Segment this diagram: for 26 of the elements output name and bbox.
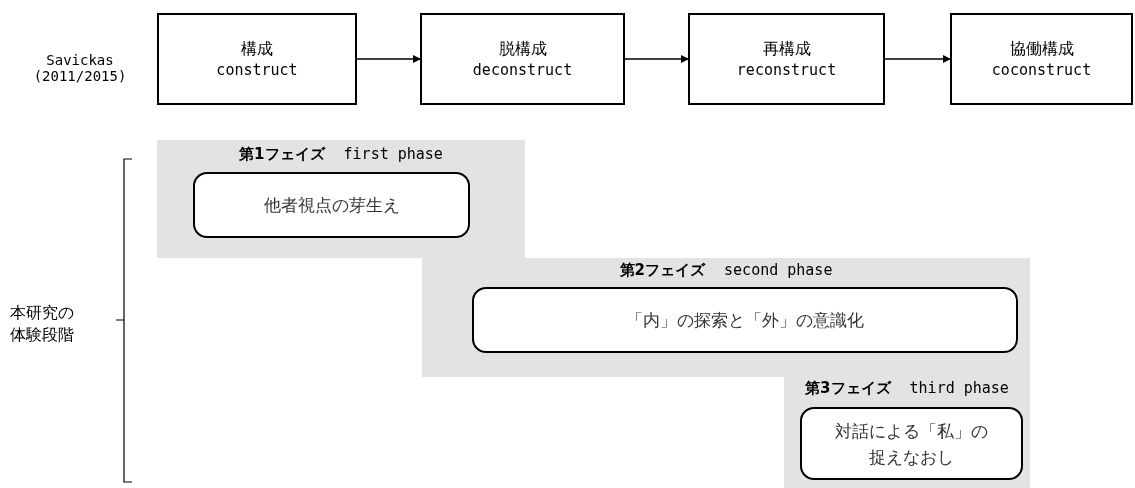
box-subtitle: reconstruct (736, 60, 837, 80)
rounded-box: 他者視点の芽生え (193, 172, 470, 238)
phase-band (422, 258, 1030, 377)
box-title: 脱構成 (498, 38, 547, 60)
process-box (157, 13, 357, 105)
phase-band (784, 377, 1030, 488)
box-title: 構成 (241, 38, 273, 60)
arrow (624, 55, 689, 63)
process-box (688, 13, 885, 105)
process-box (420, 13, 625, 105)
rounded-box: 対話による「私」の捉えなおし (800, 407, 1023, 480)
box-title: 再構成 (762, 38, 811, 60)
phase-heading: 第3フェイズ third phase (804, 379, 1010, 398)
box-subtitle: coconstruct (991, 60, 1092, 80)
box-subtitle: construct (216, 60, 298, 80)
citation-label: Savickas (2011/2015) (32, 52, 128, 84)
box-title: 協働構成 (1009, 38, 1074, 60)
arrow (356, 55, 421, 63)
phase-heading: 第1フェイズ first phase (238, 145, 444, 164)
bracket-label: 本研究の体験段階 (10, 302, 75, 346)
arrow (884, 55, 951, 63)
phase-heading: 第2フェイズ second phase (618, 261, 834, 280)
box-subtitle: deconstruct (472, 60, 573, 80)
rounded-box: 「内」の探索と「外」の意識化 (472, 287, 1018, 353)
phase-band (157, 140, 525, 258)
process-box (950, 13, 1133, 105)
